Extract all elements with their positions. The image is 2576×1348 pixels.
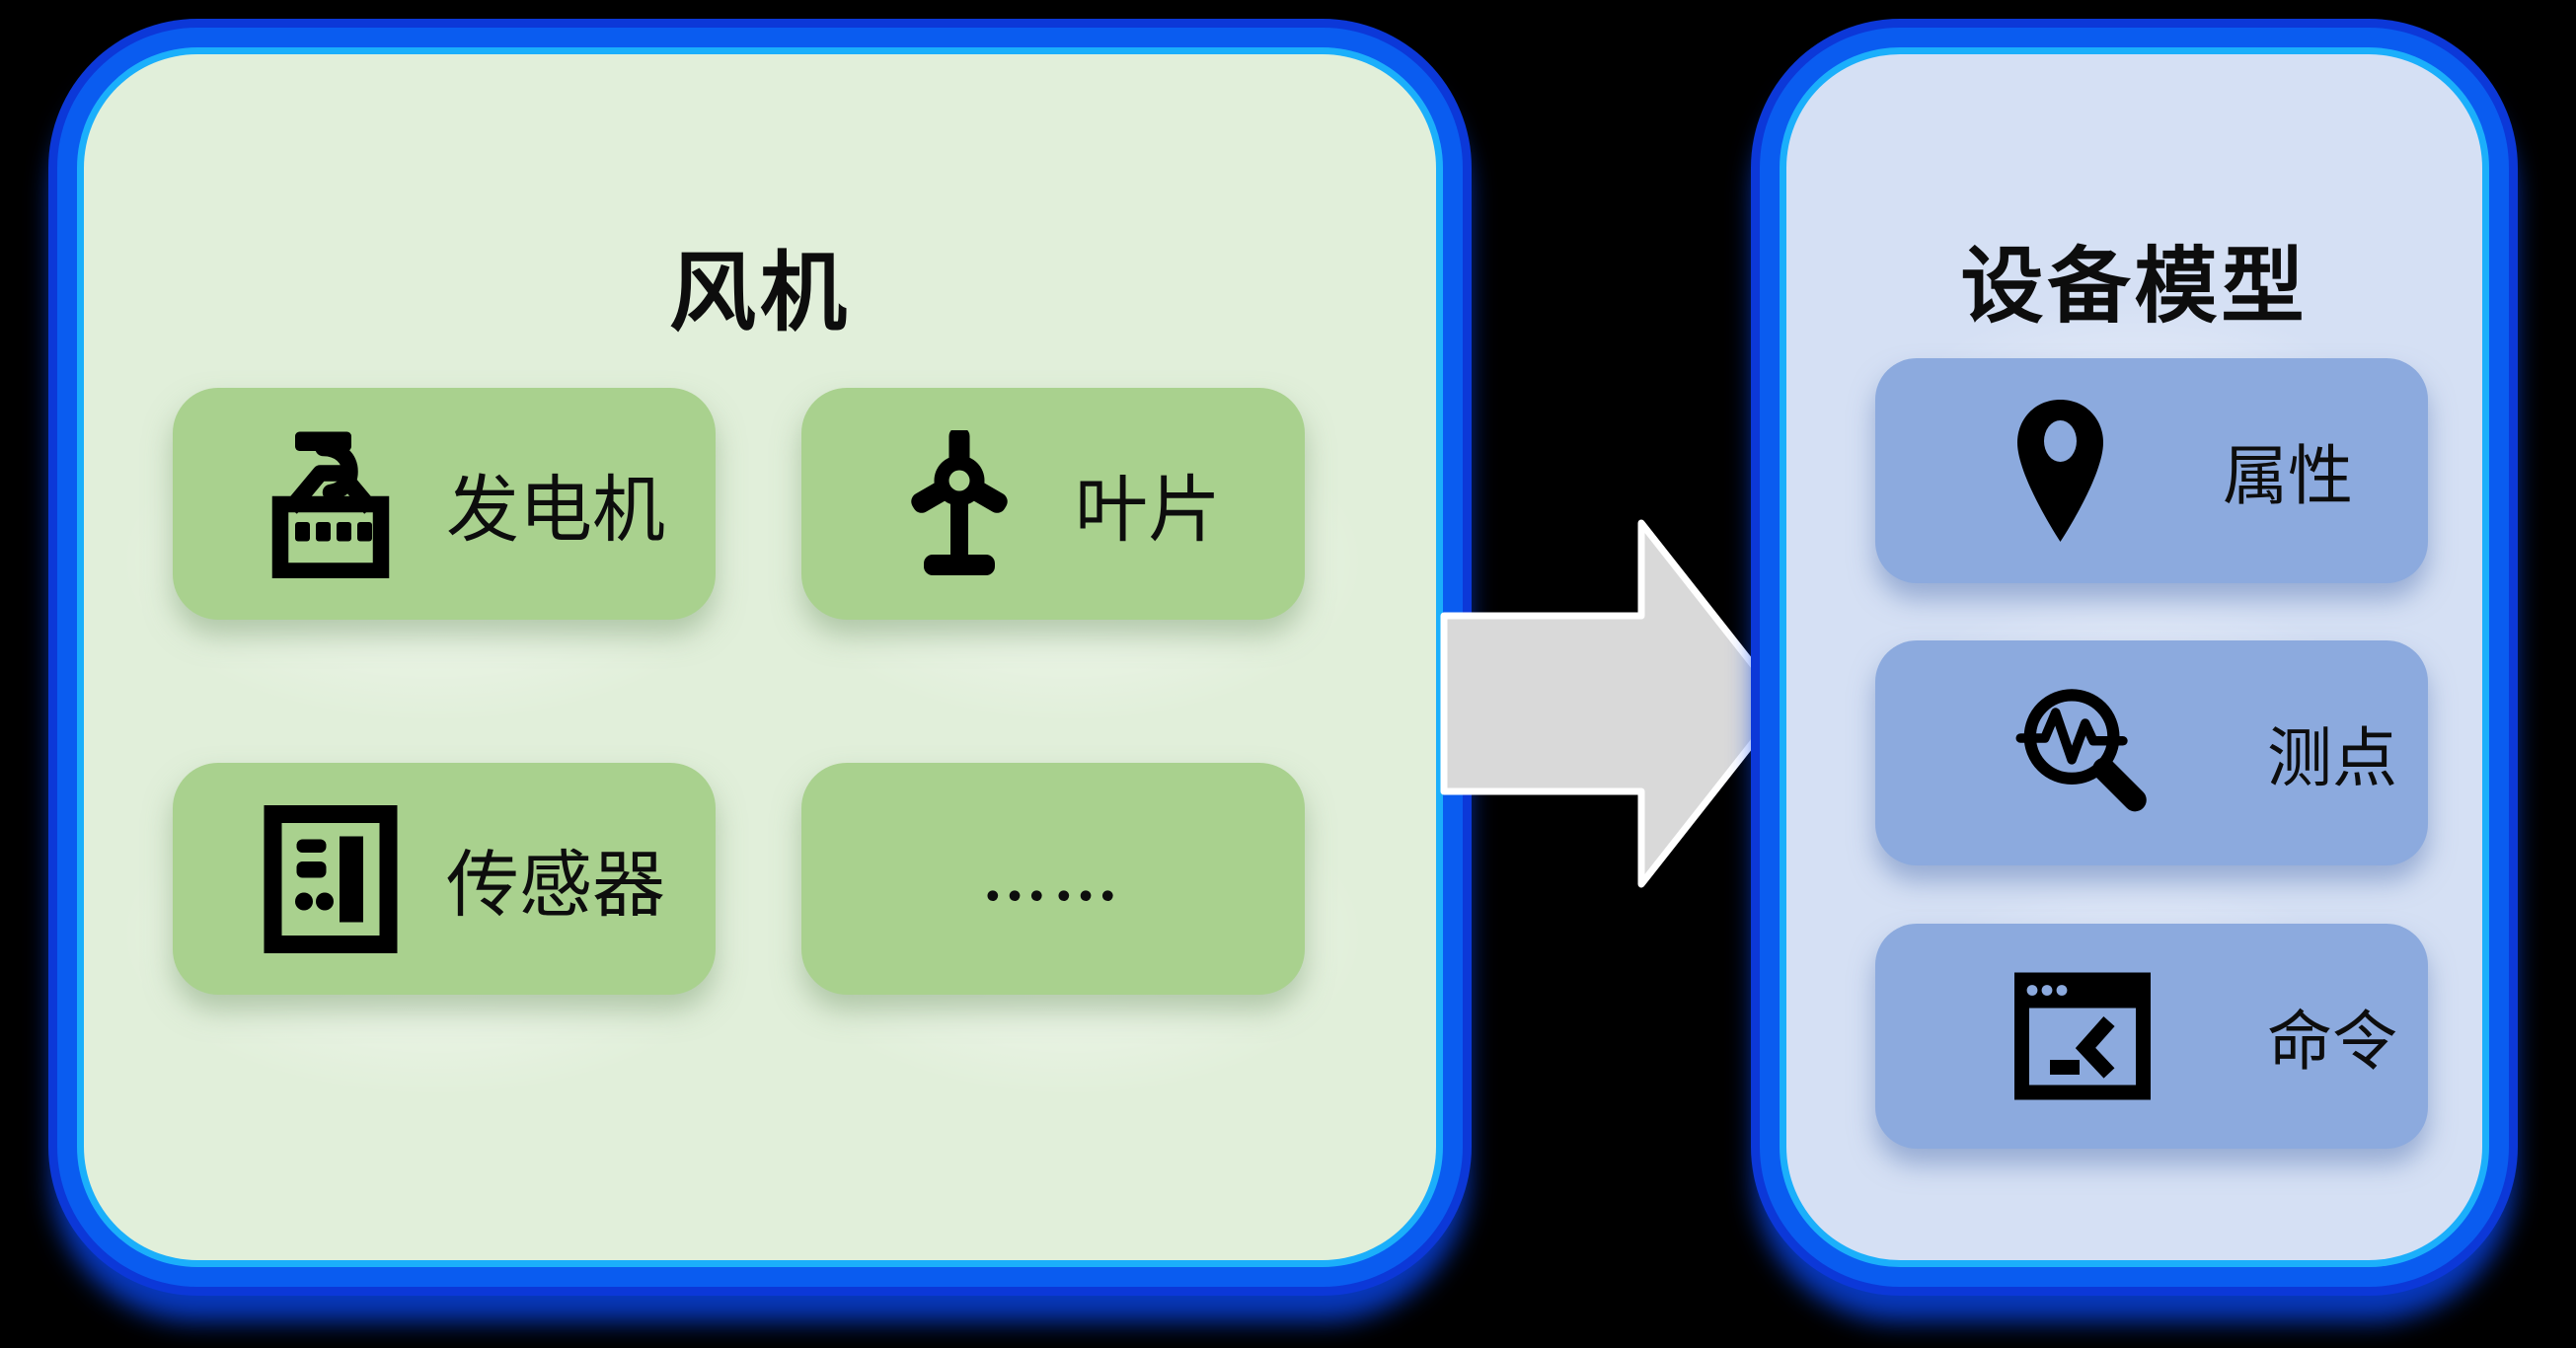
wind-turbine-panel: 风机 发电机 bbox=[84, 54, 1436, 1260]
model-box-measure-points: 测点 bbox=[1875, 640, 2428, 865]
component-label-more: …… bbox=[982, 842, 1124, 915]
model-label-measure-points: 测点 bbox=[2267, 723, 2397, 795]
component-box-blade: 叶片 bbox=[801, 388, 1305, 620]
wind-turbine-icon bbox=[885, 429, 1033, 578]
component-label-sensor: 传感器 bbox=[446, 846, 665, 927]
crane-hook-icon bbox=[257, 430, 405, 578]
component-label-generator: 发电机 bbox=[446, 471, 665, 552]
model-label-commands: 命令 bbox=[2267, 1007, 2397, 1079]
terminal-window-icon bbox=[2008, 962, 2157, 1110]
waveform-magnifier-icon bbox=[2008, 679, 2157, 827]
model-box-commands: 命令 bbox=[1875, 924, 2428, 1149]
device-model-panel: 设备模型 属性 测点 bbox=[1786, 54, 2482, 1260]
transform-arrow-icon bbox=[1436, 511, 1791, 896]
device-model-panel-title: 设备模型 bbox=[1960, 242, 2309, 335]
model-label-attributes: 属性 bbox=[2223, 441, 2353, 513]
component-box-generator: 发电机 bbox=[173, 388, 716, 620]
wind-turbine-panel-title: 风机 bbox=[668, 246, 851, 342]
component-box-more: …… bbox=[801, 763, 1305, 995]
server-icon bbox=[257, 804, 405, 953]
map-pin-icon bbox=[2008, 397, 2112, 545]
component-box-sensor: 传感器 bbox=[173, 763, 716, 995]
component-label-blade: 叶片 bbox=[1075, 471, 1221, 552]
model-box-attributes: 属性 bbox=[1875, 358, 2428, 583]
